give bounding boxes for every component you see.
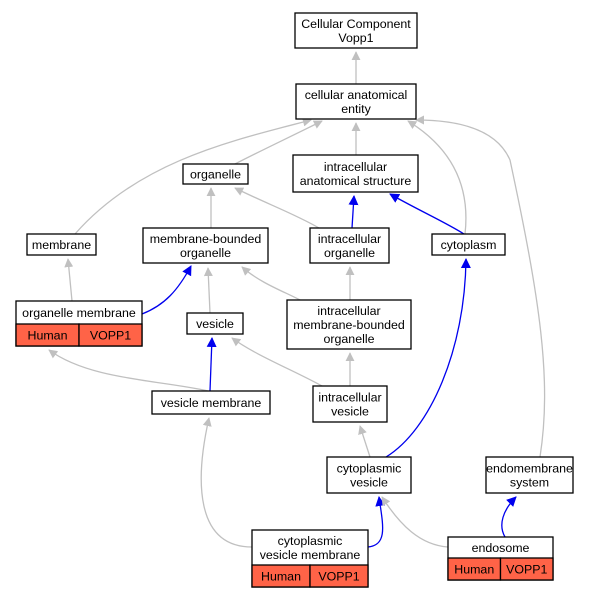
edge-vesicle-membrane-to-vesicle	[206, 337, 217, 392]
node-label-line: organelle	[324, 332, 375, 346]
node-box	[294, 12, 418, 49]
edge-intracellular-organelle-to-organelle	[234, 187, 320, 229]
node-label-line: cytoplasmic	[278, 534, 343, 548]
node-cytoplasm[interactable]: cytoplasm	[431, 233, 506, 256]
annotation-gene-cell	[309, 564, 369, 588]
edge-cytoplasmic-vesicle-membrane-to-vesicle-membrane	[200, 417, 253, 548]
node-label-line: vesicle	[331, 405, 369, 419]
node-box	[142, 227, 269, 264]
node-label-line: Vopp1	[338, 31, 373, 45]
node-label-line: organelle	[180, 246, 231, 260]
node-box	[312, 385, 388, 423]
annotation-species-label: Human	[261, 570, 301, 584]
node-label-line: membrane	[32, 238, 91, 252]
node-label-line: membrane-bounded	[150, 232, 262, 246]
node-label-line: anatomical structure	[300, 174, 412, 188]
node-label-line: intracellular	[317, 304, 380, 318]
node-label-line: vesicle	[350, 476, 388, 490]
node-label-line: organelle	[324, 246, 375, 260]
node-label-line: endosome	[472, 541, 530, 555]
annotation-gene-cell	[78, 323, 143, 347]
node-box	[151, 390, 271, 415]
node-box	[186, 312, 244, 335]
edge-cytoplasm-to-intracellular-anatomical-structure	[389, 193, 465, 235]
node-box	[431, 233, 506, 256]
edge-endosome-to-endomembrane-system	[501, 496, 517, 538]
node-label-line: endomembrane	[486, 462, 573, 476]
edge-cytoplasm-to-cellular-anatomical-entity	[407, 120, 467, 235]
node-label-line: system	[510, 476, 549, 490]
node-organelle[interactable]: organelle	[182, 163, 249, 185]
node-membrane[interactable]: membrane	[26, 233, 97, 256]
node-box	[295, 83, 417, 120]
annotation-species-label: Human	[28, 329, 68, 343]
edge-intracellular-membrane-bounded-organelle-to-membrane-bounded-organelle	[241, 266, 301, 301]
node-label-line: entity	[341, 102, 371, 116]
node-label-line: intracellular	[324, 160, 387, 174]
node-label-line: cytoplasm	[441, 238, 497, 252]
node-vesicle[interactable]: vesicle	[186, 312, 244, 335]
node-label-line: cellular anatomical	[305, 88, 408, 102]
edge-organelle-membrane-to-membrane-bounded-organelle	[141, 265, 192, 315]
annotation-gene-label: VOPP1	[90, 329, 131, 343]
node-label-line: intracellular	[318, 391, 381, 405]
node-label-line: intracellular	[318, 232, 381, 246]
node-label-line: organelle membrane	[22, 306, 136, 320]
edge-cytoplasmic-vesicle-to-intracellular-vesicle	[358, 425, 371, 458]
edge-intracellular-vesicle-to-vesicle	[231, 337, 323, 387]
edge-vesicle-to-membrane-bounded-organelle	[203, 267, 213, 314]
annotation-species-label: Human	[454, 563, 494, 577]
node-label-line: cytoplasmic	[337, 462, 402, 476]
edge-organelle-to-cellular-anatomical-entity	[234, 120, 323, 165]
node-box	[309, 227, 390, 264]
node-label-line: membrane-bounded	[293, 318, 405, 332]
node-label-line: vesicle	[196, 317, 234, 331]
edge-cytoplasmic-vesicle-to-cytoplasm	[385, 258, 471, 458]
node-label-line: vesicle membrane	[161, 396, 262, 410]
node-label-line: vesicle membrane	[260, 548, 361, 562]
edge-layer	[48, 51, 546, 548]
node-vesicle-membrane[interactable]: vesicle membrane	[151, 390, 271, 415]
edge-organelle-membrane-to-membrane	[64, 258, 74, 302]
node-box	[286, 299, 412, 350]
node-label-line: organelle	[190, 168, 241, 182]
annotation-gene-cell	[499, 557, 554, 581]
node-box	[182, 163, 249, 185]
annotation-gene-label: VOPP1	[318, 570, 359, 584]
node-label-line: Cellular Component	[301, 17, 411, 31]
edge-vesicle-membrane-to-organelle-membrane	[48, 349, 209, 392]
node-box	[326, 456, 412, 494]
edge-intracellular-organelle-to-intracellular-anatomical-structure	[348, 195, 359, 229]
node-box	[485, 456, 574, 494]
annotation-gene-label: VOPP1	[506, 563, 547, 577]
edge-cytoplasmic-vesicle-membrane-to-cytoplasmic-vesicle	[367, 496, 386, 548]
edge-membrane-to-cellular-anatomical-entity	[74, 117, 312, 235]
node-box	[292, 154, 419, 193]
edge-endosome-to-cytoplasmic-vesicle	[381, 496, 449, 548]
edge-endomembrane-system-to-cellular-anatomical-entity	[415, 115, 546, 458]
node-box	[26, 233, 97, 256]
